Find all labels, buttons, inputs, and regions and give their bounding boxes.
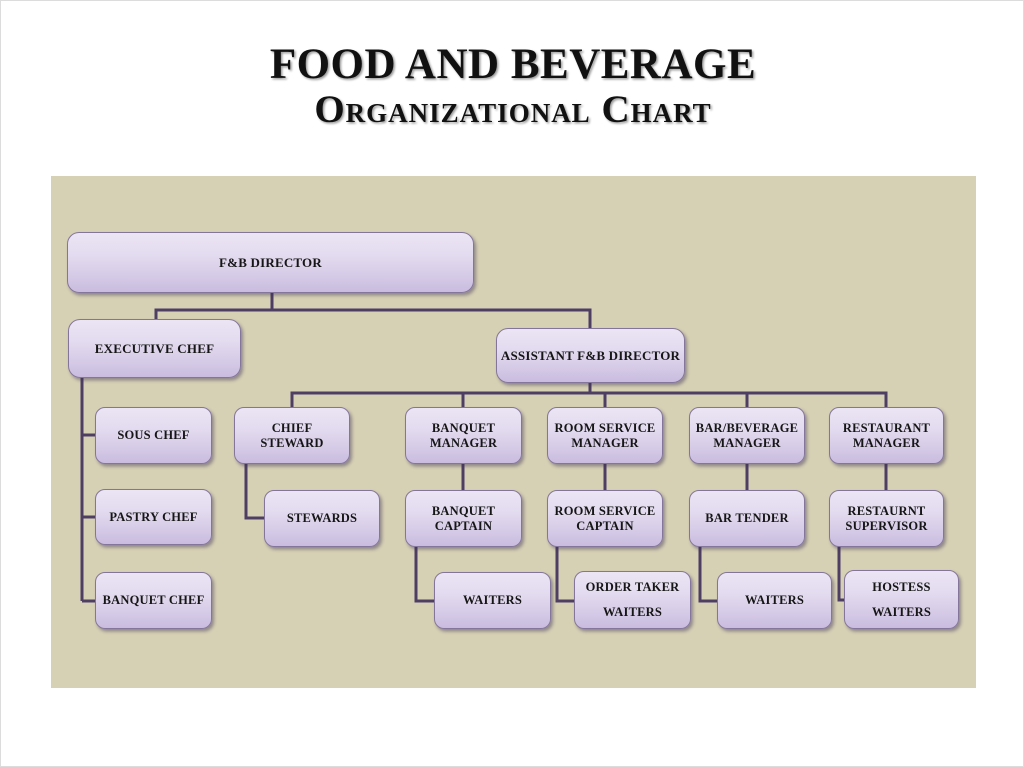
node-room-service-manager: ROOM SERVICE MANAGER — [547, 407, 663, 464]
node-label: EXECUTIVE CHEF — [94, 340, 215, 356]
node-label: ROOM SERVICE MANAGER — [554, 420, 656, 450]
node-label: BANQUET CHEF — [102, 593, 205, 607]
node-chief-steward: CHIEF STEWARD — [234, 407, 350, 464]
node-label: BAR TENDER — [705, 511, 789, 525]
node-pastry-chef: PASTRY CHEF — [95, 489, 212, 545]
node-restaurant-manager: RESTAURANT MANAGER — [829, 407, 944, 464]
node-label: ORDER TAKER WAITERS — [585, 580, 680, 619]
node-label: ROOM SERVICE CAPTAIN — [554, 503, 656, 533]
node-label: RESTAURNT SUPERVISOR — [845, 503, 928, 533]
node-label: ASSISTANT F&B DIRECTOR — [500, 347, 681, 363]
node-label: HOSTESS WAITERS — [871, 579, 932, 619]
node-label: SOUS CHEF — [117, 428, 190, 442]
node-label: RESTAURANT MANAGER — [842, 420, 931, 450]
node-label: STEWARDS — [286, 511, 358, 525]
node-banquet-waiters: WAITERS — [434, 572, 551, 629]
node-label: WAITERS — [744, 593, 805, 607]
node-stewards: STEWARDS — [264, 490, 380, 547]
title-line-1: FOOD AND BEVERAGE — [269, 41, 757, 88]
slide-title: FOOD AND BEVERAGE Organizational Chart — [1, 41, 1023, 133]
node-label: F&B DIRECTOR — [219, 254, 322, 270]
node-hostess-waiters: HOSTESS WAITERS — [844, 570, 959, 629]
node-label: CHIEF STEWARD — [260, 420, 324, 450]
node-banquet-captain: BANQUET CAPTAIN — [405, 490, 522, 547]
node-label: BAR/BEVERAGE MANAGER — [695, 420, 799, 450]
node-bar-waiters: WAITERS — [717, 572, 832, 629]
node-label: WAITERS — [462, 593, 523, 607]
node-fb-director: F&B DIRECTOR — [67, 232, 474, 293]
node-label: PASTRY CHEF — [109, 509, 198, 524]
node-bar-beverage-manager: BAR/BEVERAGE MANAGER — [689, 407, 805, 464]
title-line-2: Organizational Chart — [314, 88, 712, 132]
node-room-service-captain: ROOM SERVICE CAPTAIN — [547, 490, 663, 547]
node-sous-chef: SOUS CHEF — [95, 407, 212, 464]
node-restaurnt-supervisor: RESTAURNT SUPERVISOR — [829, 490, 944, 547]
node-banquet-chef: BANQUET CHEF — [95, 572, 212, 629]
node-bar-tender: BAR TENDER — [689, 490, 805, 547]
node-label: BANQUET MANAGER — [429, 420, 498, 450]
node-order-taker-waiters: ORDER TAKER WAITERS — [574, 571, 691, 629]
node-banquet-manager: BANQUET MANAGER — [405, 407, 522, 464]
node-executive-chef: EXECUTIVE CHEF — [68, 319, 241, 378]
node-assistant-fb-director: ASSISTANT F&B DIRECTOR — [496, 328, 685, 383]
node-label: BANQUET CAPTAIN — [431, 503, 496, 533]
